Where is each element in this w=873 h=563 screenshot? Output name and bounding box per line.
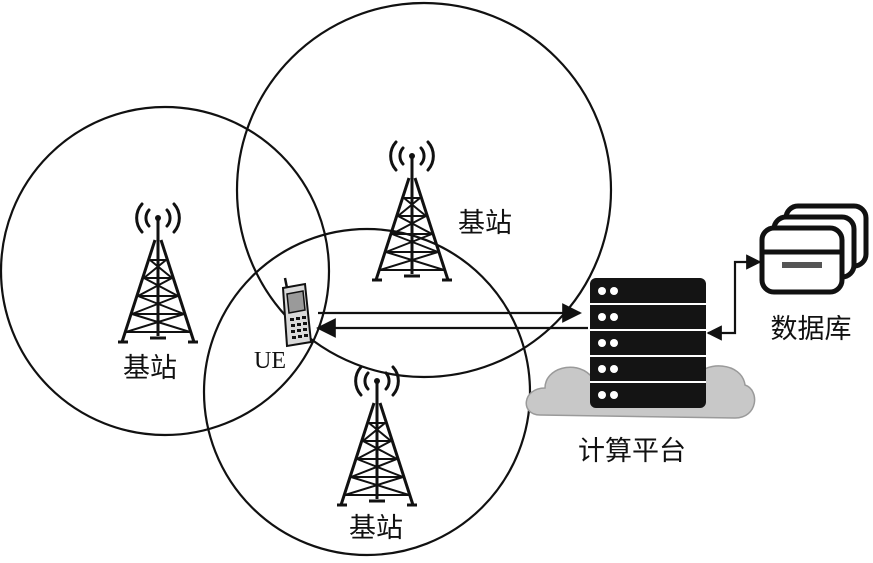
database-link-arrow xyxy=(706,254,762,341)
cell-tower-icon-bottom xyxy=(335,365,419,507)
database-stack-icon xyxy=(759,203,869,295)
ue-label: UE xyxy=(254,348,286,374)
computing-platform-label: 计算平台 xyxy=(578,436,686,467)
base-station-label-top: 基站 xyxy=(458,208,512,239)
cell-tower-icon-left xyxy=(116,202,200,344)
coverage-circle-bottom xyxy=(202,227,532,557)
base-station-label-bottom: 基站 xyxy=(349,513,403,544)
coverage-circle-top xyxy=(235,1,613,379)
base-station-label-left: 基站 xyxy=(123,353,177,384)
database-label: 数据库 xyxy=(771,314,852,345)
coverage-circle-left xyxy=(0,105,331,437)
server-rack-icon xyxy=(590,278,706,408)
cell-tower-icon-top xyxy=(370,140,454,282)
mobile-phone-icon xyxy=(281,277,313,348)
